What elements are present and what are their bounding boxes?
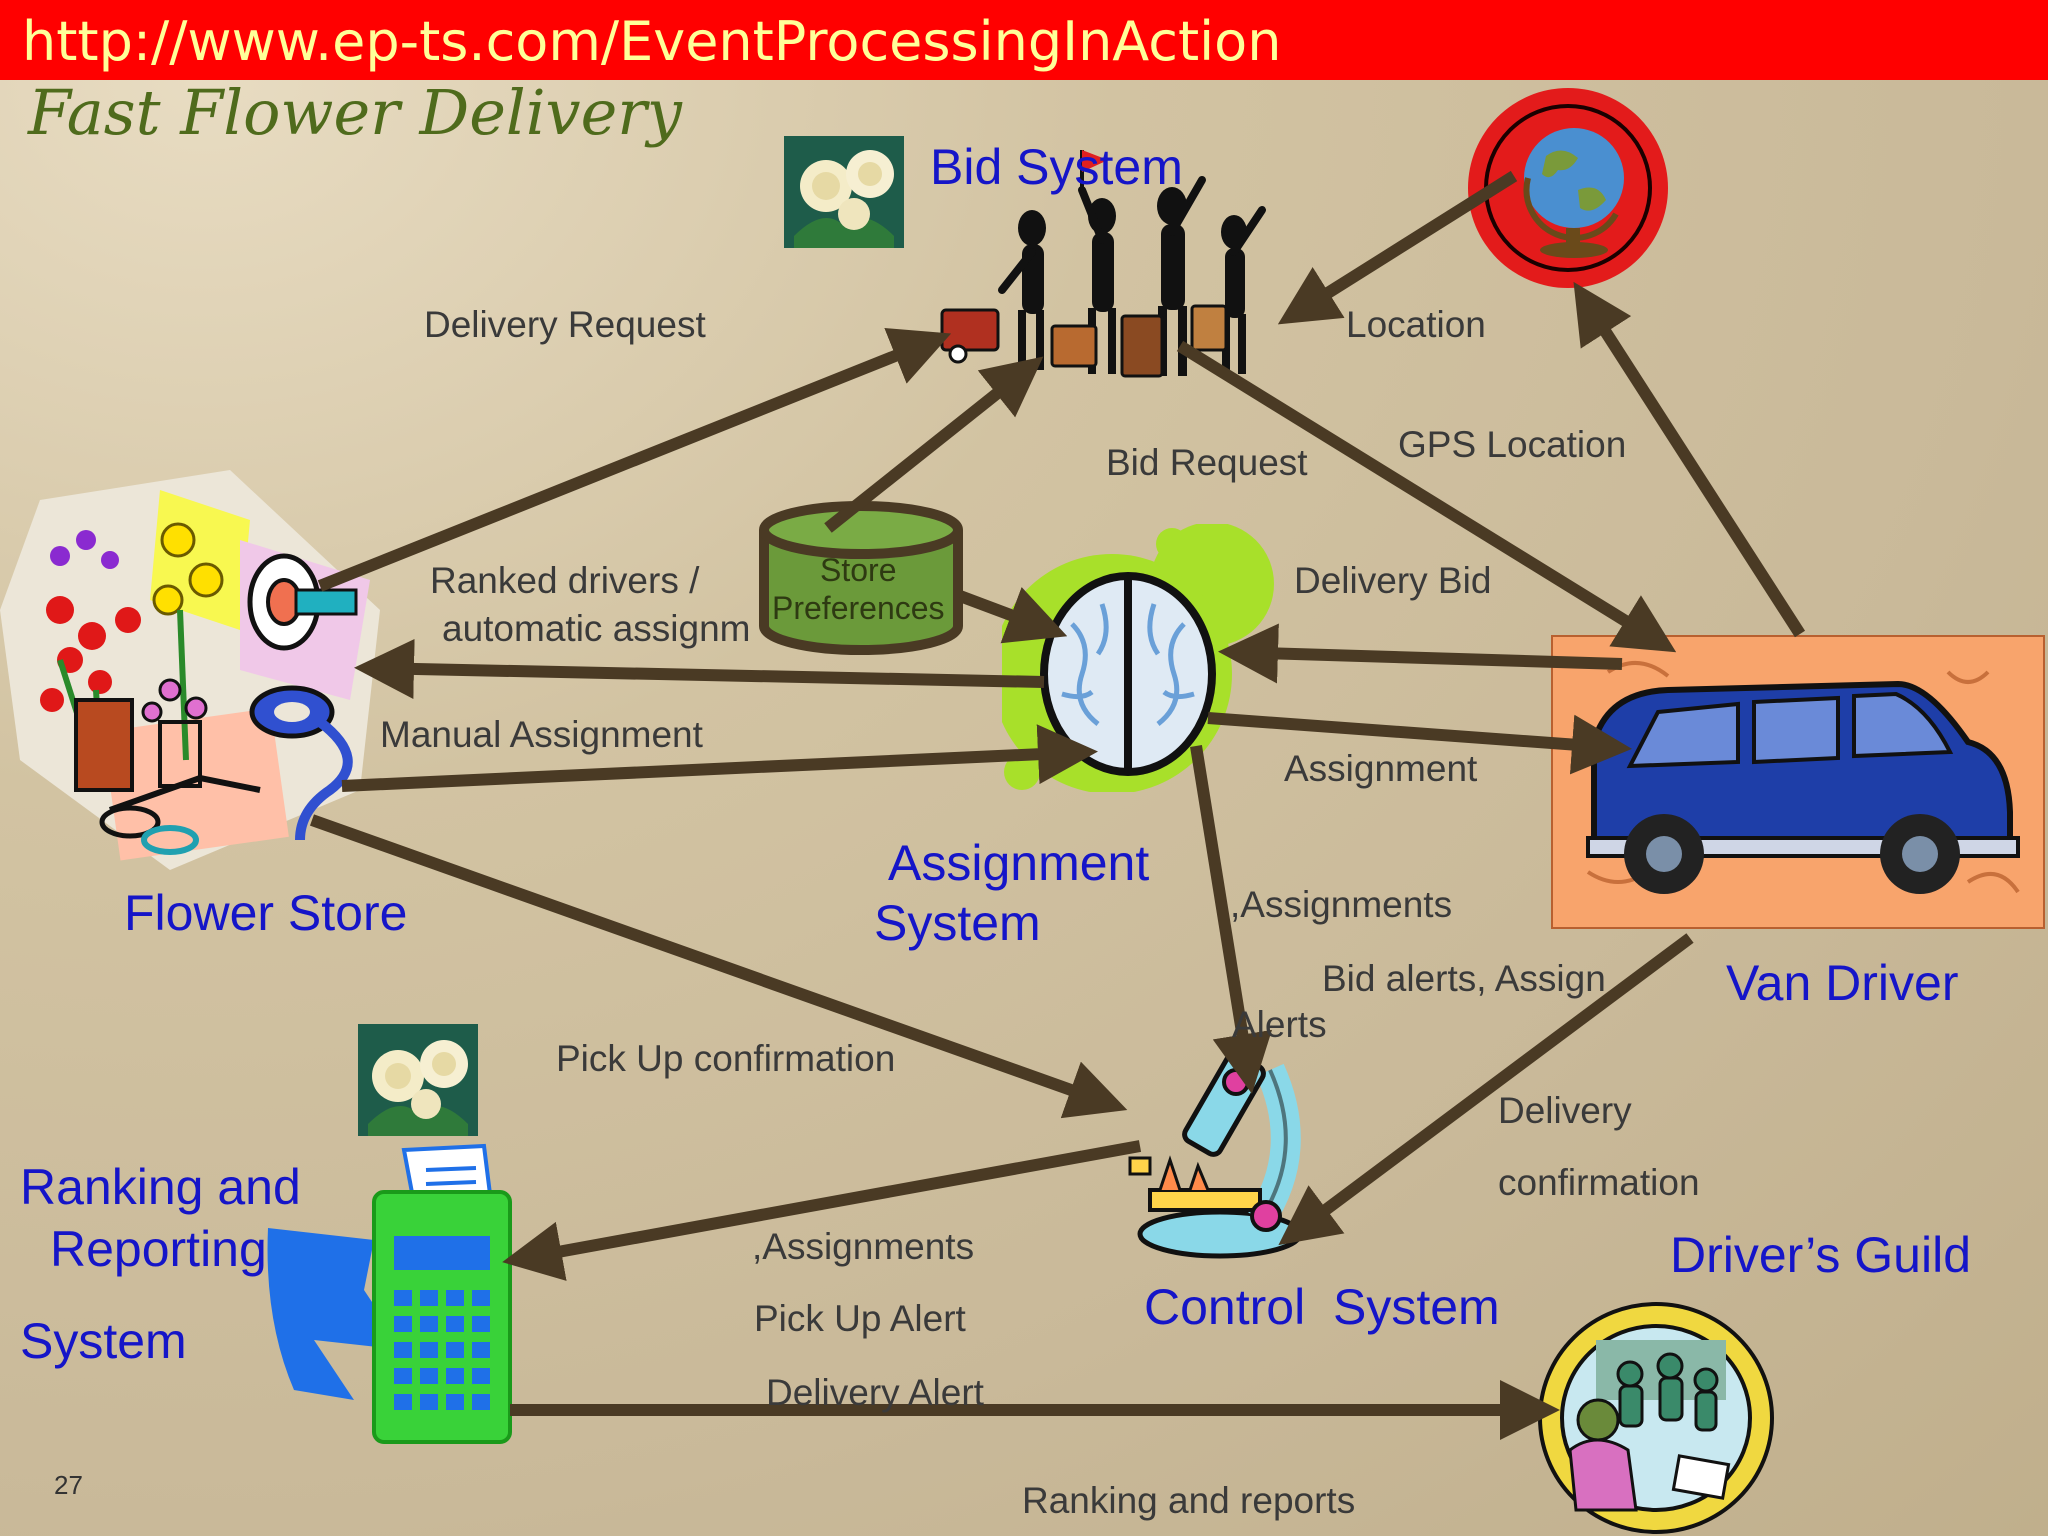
manual-assignment-label: Manual Assignment: [380, 714, 703, 755]
arrow-bid-request: [1176, 340, 1677, 653]
arrow-manual-assignment: [341, 724, 1098, 792]
ranked-drivers-label-line2: automatic assignm: [442, 608, 751, 649]
van-driver-label: Van Driver: [1726, 955, 1959, 1011]
ranking-system-label-line2: Reporting: [50, 1221, 267, 1277]
arrow-store-preferences-to-assignment: [957, 587, 1068, 644]
assignment-label: Assignment: [1284, 748, 1478, 789]
arrow-location: [1277, 170, 1518, 325]
arrow-store-preferences-to-bid: [824, 356, 1044, 533]
arrow-pickup-confirmation: [309, 814, 1128, 1119]
bid-request-label: Bid Request: [1106, 442, 1308, 483]
assignments-control-label: ,Assignments: [1230, 884, 1453, 925]
gps-location-label: GPS Location: [1398, 424, 1627, 465]
ranking-roses-thumbnail-icon: [358, 1024, 478, 1136]
bid-alerts-label-line1: Bid alerts, Assign: [1322, 958, 1606, 999]
pickup-alert-label: Pick Up Alert: [754, 1298, 966, 1339]
arrow-gps-location: [1573, 281, 1806, 638]
assignment-system-label-line1: Assignment: [888, 835, 1150, 891]
url-bar: http://www.ep-ts.com/EventProcessingInAc…: [0, 0, 2048, 80]
van-icon: [1551, 635, 2045, 929]
slide-title: Fast Flower Delivery: [28, 76, 682, 149]
drivers-guild-icon: [1538, 1302, 1774, 1534]
delivery-request-label: Delivery Request: [424, 304, 706, 345]
globe-icon: [1468, 88, 1668, 288]
control-system-label: Control System: [1144, 1279, 1500, 1335]
arrow-assignment: [1207, 712, 1632, 775]
arrow-ranked-drivers: [354, 638, 1045, 699]
bid-system-label: Bid System: [930, 139, 1183, 195]
roses-thumbnail-icon: [784, 136, 904, 248]
calculator-icon: [267, 1143, 512, 1444]
page-number: 27: [54, 1470, 83, 1500]
drivers-guild-label: Driver’s Guild: [1670, 1227, 1972, 1283]
bid-alerts-label-line2: Alerts: [1232, 1004, 1327, 1045]
arrow-assignments-to-control: [1190, 745, 1273, 1094]
arrow-delivery-confirmation: [1278, 933, 1694, 1246]
ranking-system-label-line1: Ranking and: [20, 1159, 301, 1215]
store-preferences-database-icon: [759, 501, 963, 655]
ranking-system-label-line3: System: [20, 1313, 187, 1369]
delivery-confirmation-label-line2: confirmation: [1498, 1162, 1700, 1203]
ranking-reports-label: Ranking and reports: [1022, 1480, 1356, 1521]
arrow-control-to-ranking: [502, 1140, 1142, 1281]
assignment-system-label-line2: System: [874, 895, 1041, 951]
store-preferences-line1: Store: [820, 552, 897, 588]
ranked-drivers-label-line1: Ranked drivers /: [430, 560, 700, 601]
assignments-ranking-label: ,Assignments: [752, 1226, 975, 1267]
url-text[interactable]: http://www.ep-ts.com/EventProcessingInAc…: [22, 10, 1282, 73]
store-preferences-line2: Preferences: [772, 590, 945, 626]
pickup-confirmation-label: Pick Up confirmation: [556, 1038, 896, 1079]
delivery-confirmation-label-line1: Delivery: [1498, 1090, 1632, 1131]
flower-store-label: Flower Store: [124, 885, 408, 941]
arrow-delivery-bid: [1218, 623, 1623, 684]
flower-store-icon: [0, 470, 380, 870]
arrow-delivery-request: [317, 327, 952, 592]
location-label: Location: [1346, 304, 1486, 345]
delivery-alert-label: Delivery Alert: [766, 1372, 984, 1413]
delivery-bid-label: Delivery Bid: [1294, 560, 1492, 601]
bidders-icon: [940, 150, 1266, 378]
